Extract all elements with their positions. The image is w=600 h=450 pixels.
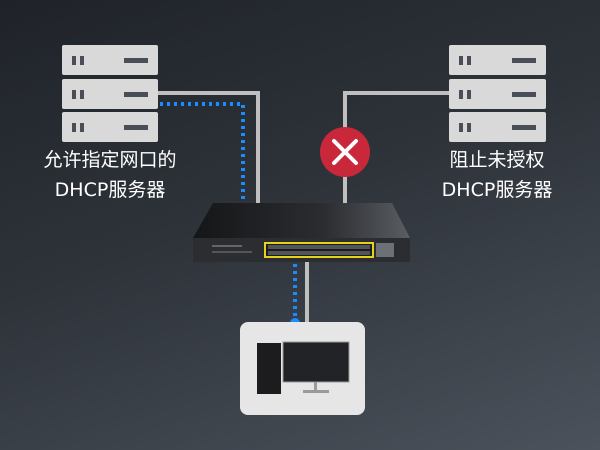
allowed-server-caption-line1: 允许指定网口的 <box>43 149 177 171</box>
switch-icon <box>193 203 410 262</box>
desktop-pc-icon <box>240 322 365 415</box>
blocked-server-caption-line2: DHCP服务器 <box>441 179 553 201</box>
server-icon-right <box>449 45 546 142</box>
blocked-server-caption-line1: 阻止未授权 <box>449 149 545 171</box>
blocked-server-caption: 阻止未授权 DHCP服务器 <box>397 145 597 205</box>
allowed-server-caption: 允许指定网口的 DHCP服务器 <box>10 145 210 205</box>
blocked-x-icon <box>320 127 370 177</box>
server-icon-left <box>62 45 158 142</box>
left-server-link <box>158 91 260 205</box>
allowed-server-caption-line2: DHCP服务器 <box>54 179 166 201</box>
